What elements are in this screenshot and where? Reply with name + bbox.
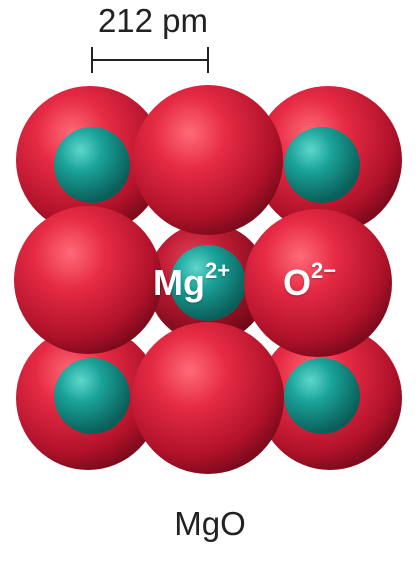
magnesium-ion-top-right [284,127,360,203]
oxide-charge: 2− [311,258,337,283]
oxide-ion-bottom-center [132,322,284,474]
oxide-ion-middle-right [244,209,392,357]
magnesium-ion-center [170,245,246,321]
oxide-ion-middle-left [14,206,162,354]
magnesium-ion-label: Mg2+ [153,258,230,304]
scale-bar-right-tick [207,47,209,73]
magnesium-ion-top-left [54,127,130,203]
compound-caption: MgO [174,505,246,542]
oxide-ion-top-center [133,85,283,235]
magnesium-ion-bottom-left [54,358,130,434]
scale-bar [92,59,208,61]
magnesium-charge: 2+ [204,258,231,283]
magnesium-symbol: Mg [153,262,205,303]
scale-label: 212 pm [97,2,209,39]
oxide-ion-label: O2− [283,258,336,304]
lattice-svg [14,85,402,474]
oxide-symbol: O [283,262,312,303]
magnesium-ion-bottom-right [284,358,360,434]
